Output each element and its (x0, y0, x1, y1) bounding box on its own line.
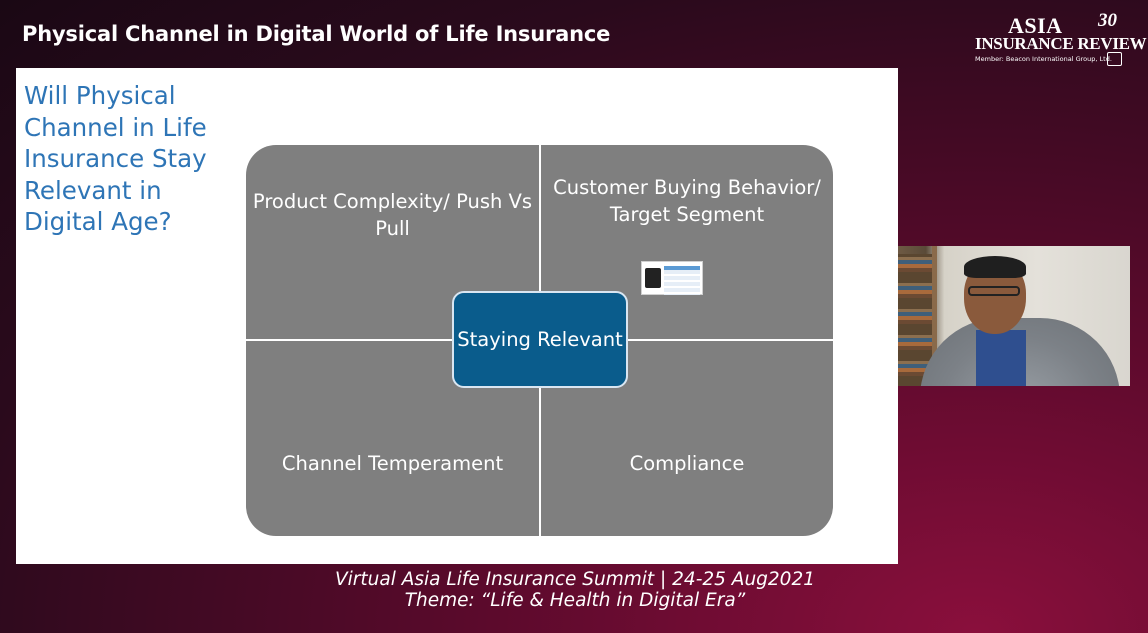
footer-event-name: Virtual Asia Life Insurance Summit | 24-… (335, 569, 815, 590)
quadrant-channel-temperament: Channel Temperament (281, 451, 504, 475)
shared-slide: Will Physical Channel in Life Insurance … (16, 68, 898, 564)
bookshelf-frame (932, 246, 937, 386)
speaker-shirt (976, 330, 1026, 386)
slide-question: Will Physical Channel in Life Insurance … (24, 81, 207, 236)
thumbnail-table (664, 266, 700, 295)
speaker-hair (964, 256, 1026, 278)
asia-insurance-review-logo: ASIA 30 INSURANCE REVIEW Member: Beacon … (972, 10, 1147, 68)
quadrant-compliance: Compliance (629, 451, 745, 475)
embedded-table-thumbnail (641, 261, 703, 295)
quadrant-product-complexity: Product Complexity/ Push Vs Pull (252, 190, 533, 240)
quadrant-customer-buying-behavior: Customer Buying Behavior/ Target Segment (553, 176, 821, 226)
anniversary-number: 30 (1098, 10, 1117, 31)
center-staying-relevant: Staying Relevant (452, 291, 628, 388)
speaker-webcam-feed (898, 246, 1130, 386)
beacon-seal-icon (1107, 52, 1122, 66)
presentation-title: Physical Channel in Digital World of Lif… (22, 22, 611, 46)
speaker-glasses (968, 286, 1020, 296)
anniversary-badge: 30 (1098, 10, 1117, 32)
event-footer: Virtual Asia Life Insurance Summit | 24-… (290, 569, 860, 611)
logo-text-asia: ASIA (1008, 13, 1063, 38)
logo-text-insurance-review: INSURANCE REVIEW (975, 34, 1147, 53)
logo-member-text: Member: Beacon International Group, Ltd. (975, 55, 1112, 63)
thumbnail-image (645, 268, 661, 288)
footer-theme: Theme: “Life & Health in Digital Era” (404, 590, 746, 611)
